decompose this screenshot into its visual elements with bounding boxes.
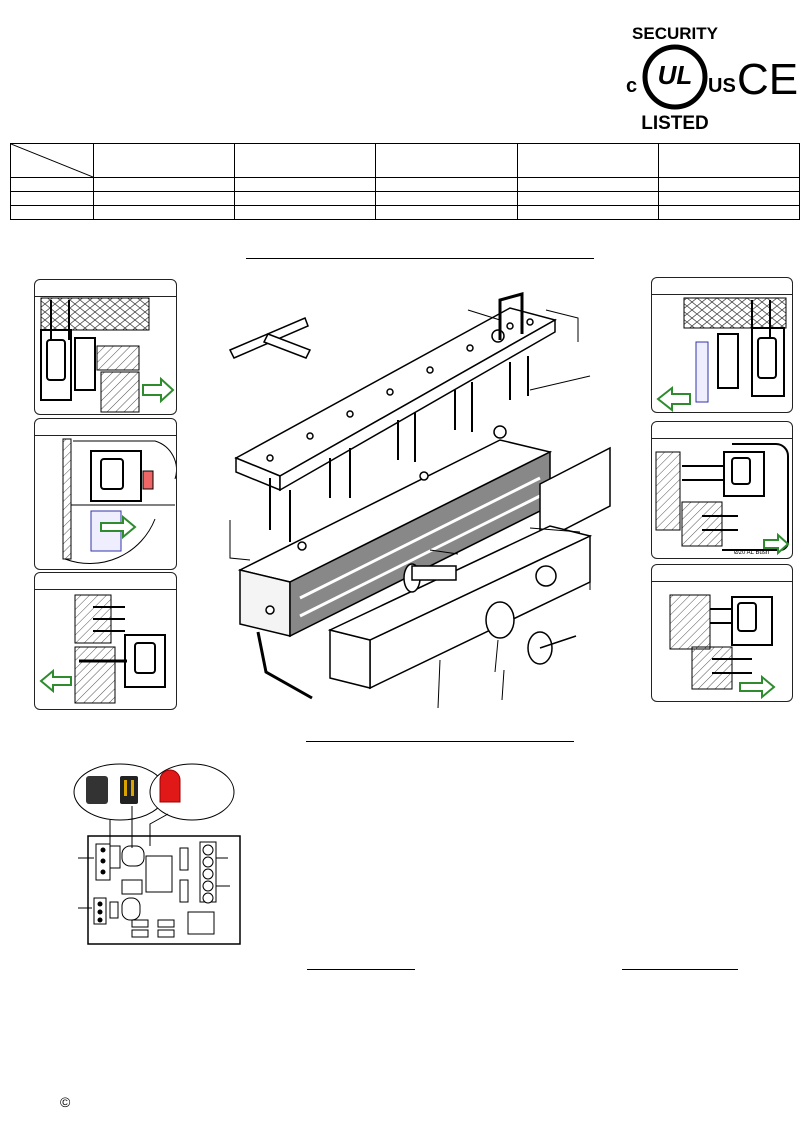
mount-detail-panel xyxy=(651,277,793,413)
arrow-left-icon xyxy=(39,668,72,694)
arrow-right-icon xyxy=(763,532,790,556)
mount-detail-panel xyxy=(651,564,793,702)
signature-line-right xyxy=(622,969,738,970)
security-label: SECURITY xyxy=(632,24,719,43)
table-row xyxy=(10,177,801,192)
t-wrench-icon xyxy=(228,317,312,359)
table-header-cell xyxy=(657,143,801,178)
spec-table xyxy=(10,143,801,220)
ul-circle-icon xyxy=(642,44,708,110)
copyright-symbol: © xyxy=(60,1094,71,1110)
ce-mark: CE xyxy=(737,55,798,104)
table-header-cell xyxy=(375,143,518,178)
allen-key-icon xyxy=(256,631,313,700)
jumper-icon xyxy=(86,776,108,804)
wiring-title-underline xyxy=(306,741,574,742)
section-title-underline xyxy=(246,258,594,259)
table-header-cell xyxy=(234,143,377,178)
arrow-right-icon xyxy=(739,674,776,700)
mount-detail-panel: Ø20 AL Bush xyxy=(651,421,793,559)
arrow-right-icon xyxy=(142,376,175,404)
us-mark: US xyxy=(708,75,736,97)
mount-detail-panel xyxy=(34,279,177,415)
control-board-diagram xyxy=(73,763,241,945)
table-corner-cell xyxy=(10,143,94,178)
exploded-lock-diagram xyxy=(228,292,611,709)
table-row xyxy=(10,205,801,220)
screws xyxy=(269,356,529,542)
ul-ce-certification-logo: SECURITY c UL US CE LISTED xyxy=(626,24,798,132)
cover-plate xyxy=(539,446,611,544)
red-led-icon xyxy=(159,769,181,803)
c-mark: c xyxy=(626,75,637,97)
bushing-note: Ø20 AL Bush xyxy=(734,550,769,556)
magnet-body xyxy=(237,425,553,638)
jumper-icon xyxy=(120,776,138,804)
mount-detail-panel xyxy=(34,418,177,570)
mounting-plate xyxy=(234,307,557,492)
mount-detail-panel xyxy=(34,572,177,710)
table-header-cell xyxy=(92,143,236,178)
table-header-cell xyxy=(516,143,659,178)
armature-plate xyxy=(327,525,593,690)
ul-mark: UL xyxy=(658,60,693,90)
mounting-bolt xyxy=(403,563,577,665)
table-row xyxy=(10,191,801,206)
listed-label: LISTED xyxy=(641,113,709,132)
signature-line-left xyxy=(307,969,415,970)
arrow-left-icon xyxy=(656,385,691,412)
arrow-right-icon xyxy=(100,514,137,540)
